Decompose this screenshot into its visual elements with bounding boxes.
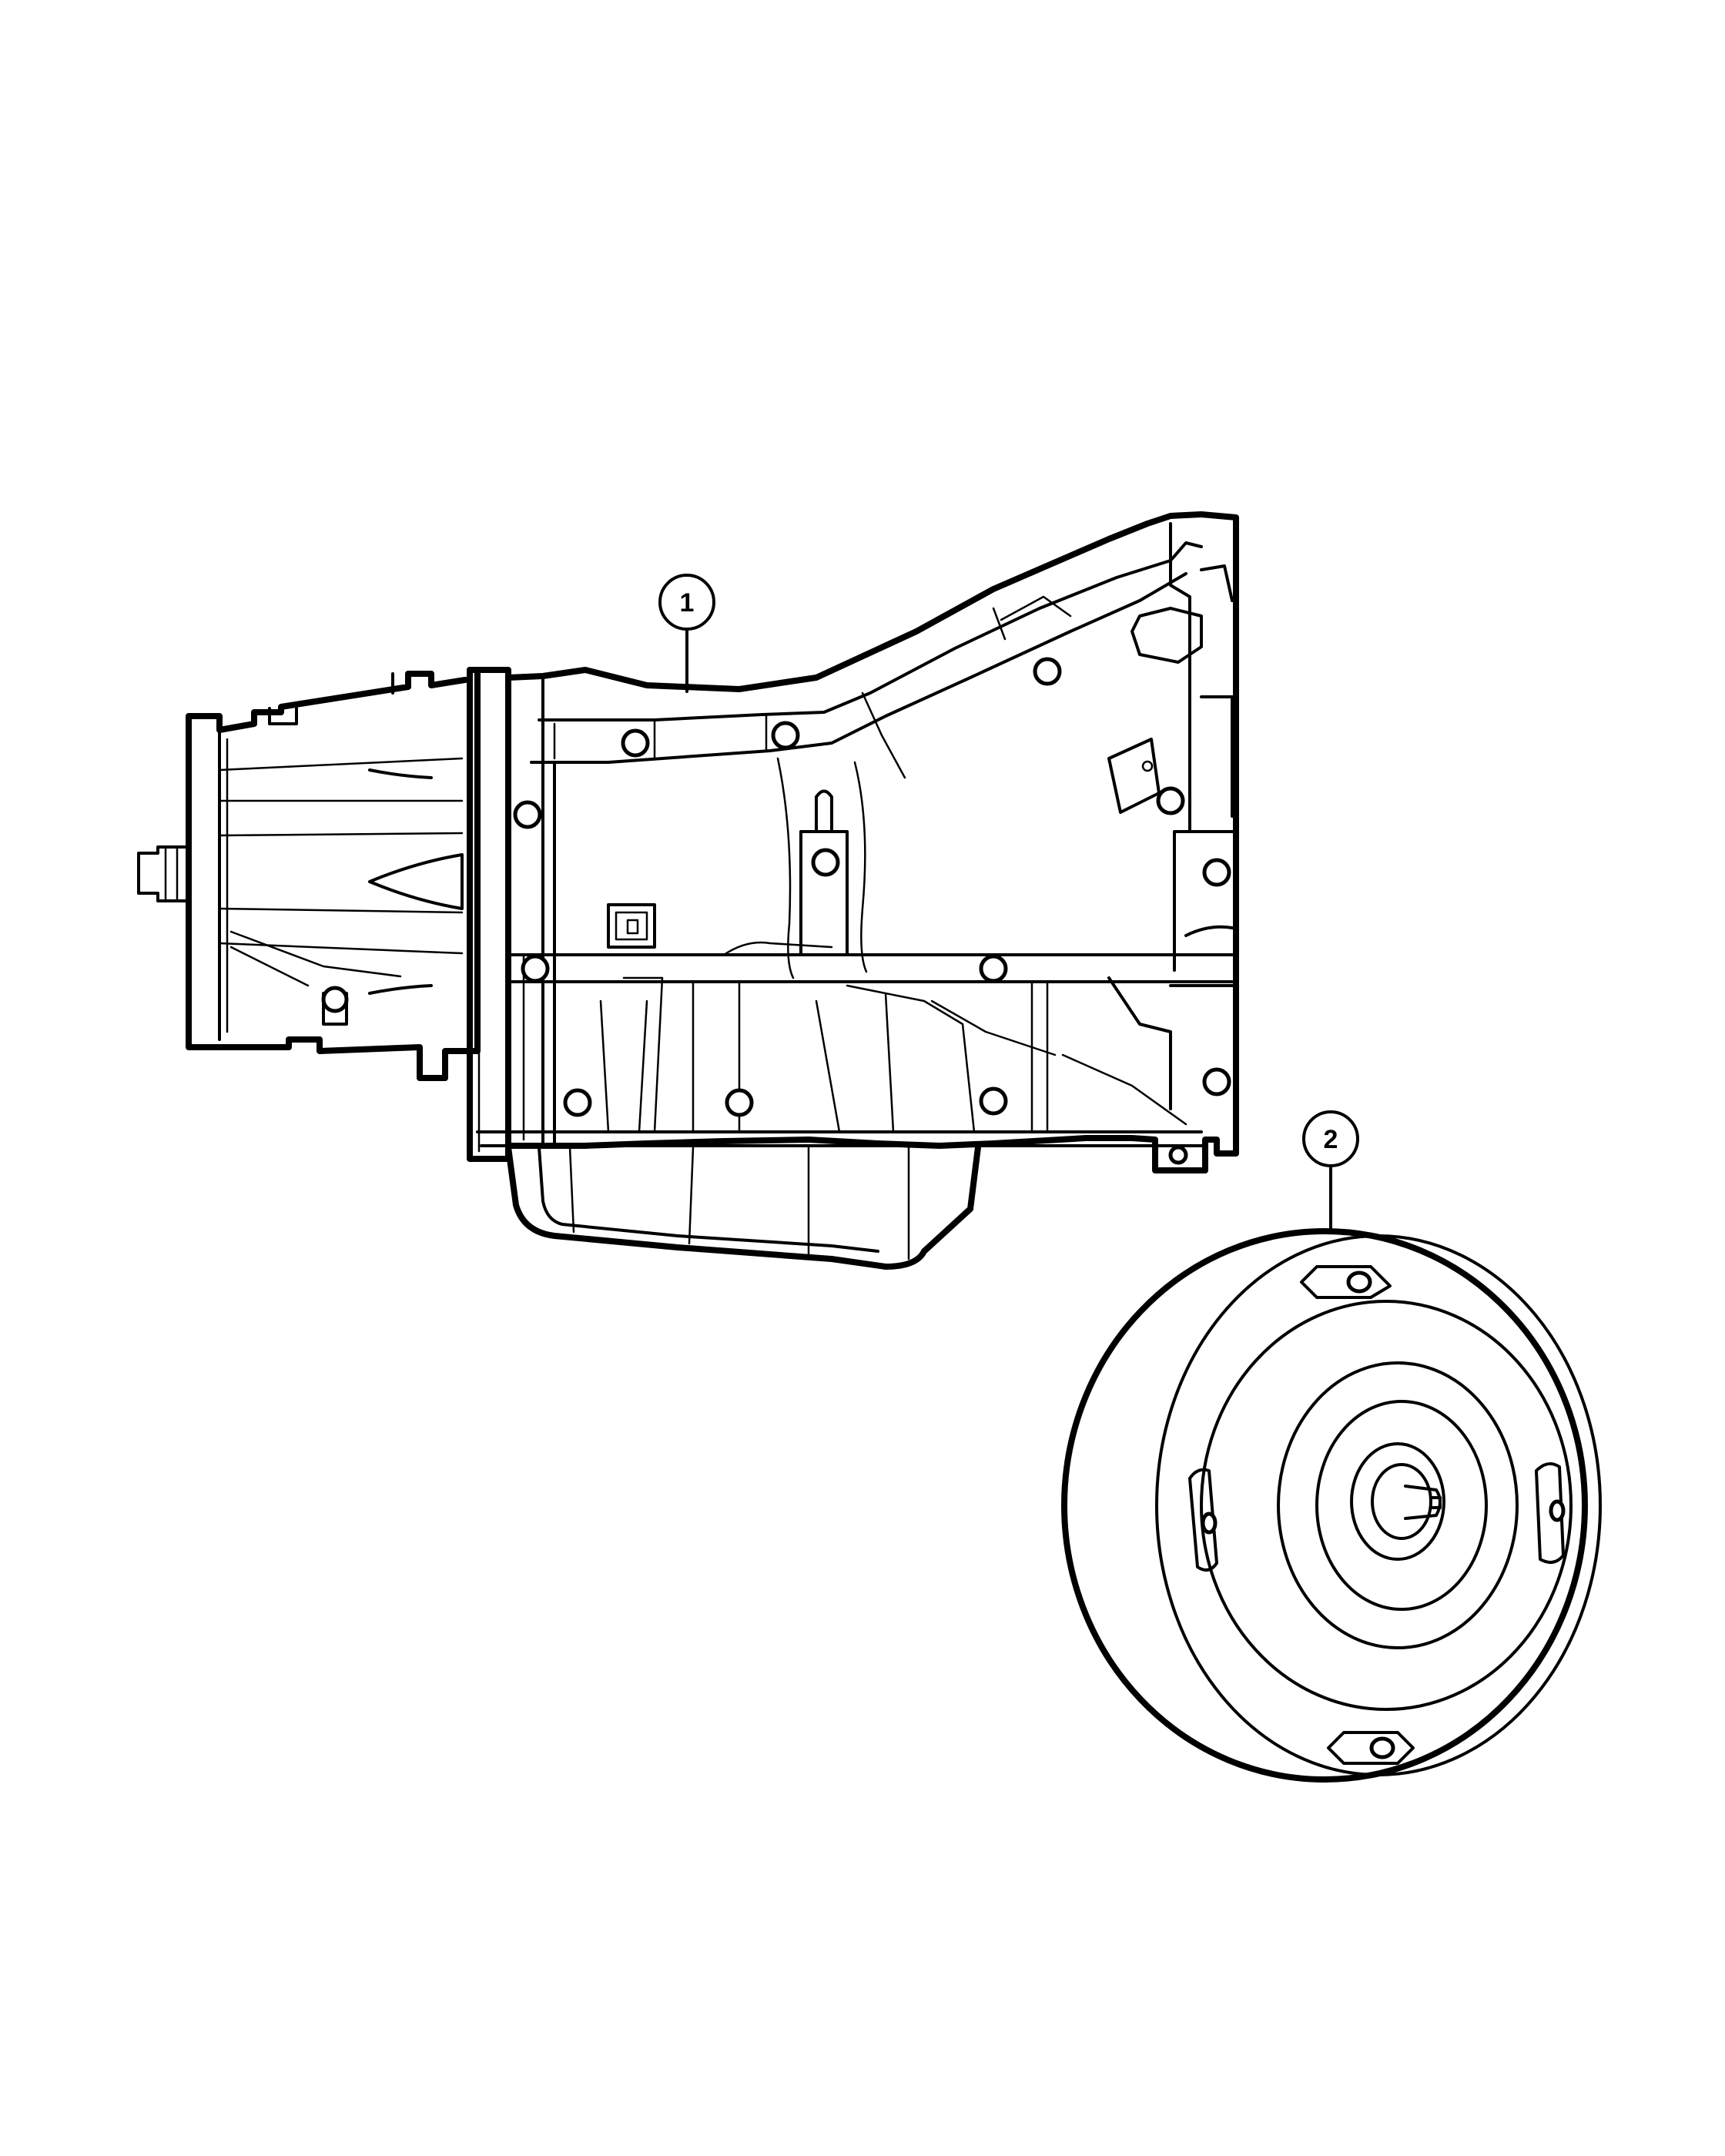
oil-pan <box>505 976 981 1270</box>
mounting-lugs <box>1188 1265 1566 1765</box>
callout-2-label: 2 <box>1324 1125 1338 1154</box>
callout-2: 2 <box>1302 1110 1359 1232</box>
extension-housing <box>186 667 481 1081</box>
callout-1: 1 <box>658 574 715 693</box>
torque-converter <box>1061 1228 1602 1783</box>
output-shaft <box>137 845 190 902</box>
case-bolts <box>513 657 1231 1165</box>
converter-hub <box>1350 1442 1445 1561</box>
main-case <box>476 511 1239 1173</box>
callout-1-label: 1 <box>680 588 695 618</box>
transmission-assembly <box>137 511 1239 1270</box>
